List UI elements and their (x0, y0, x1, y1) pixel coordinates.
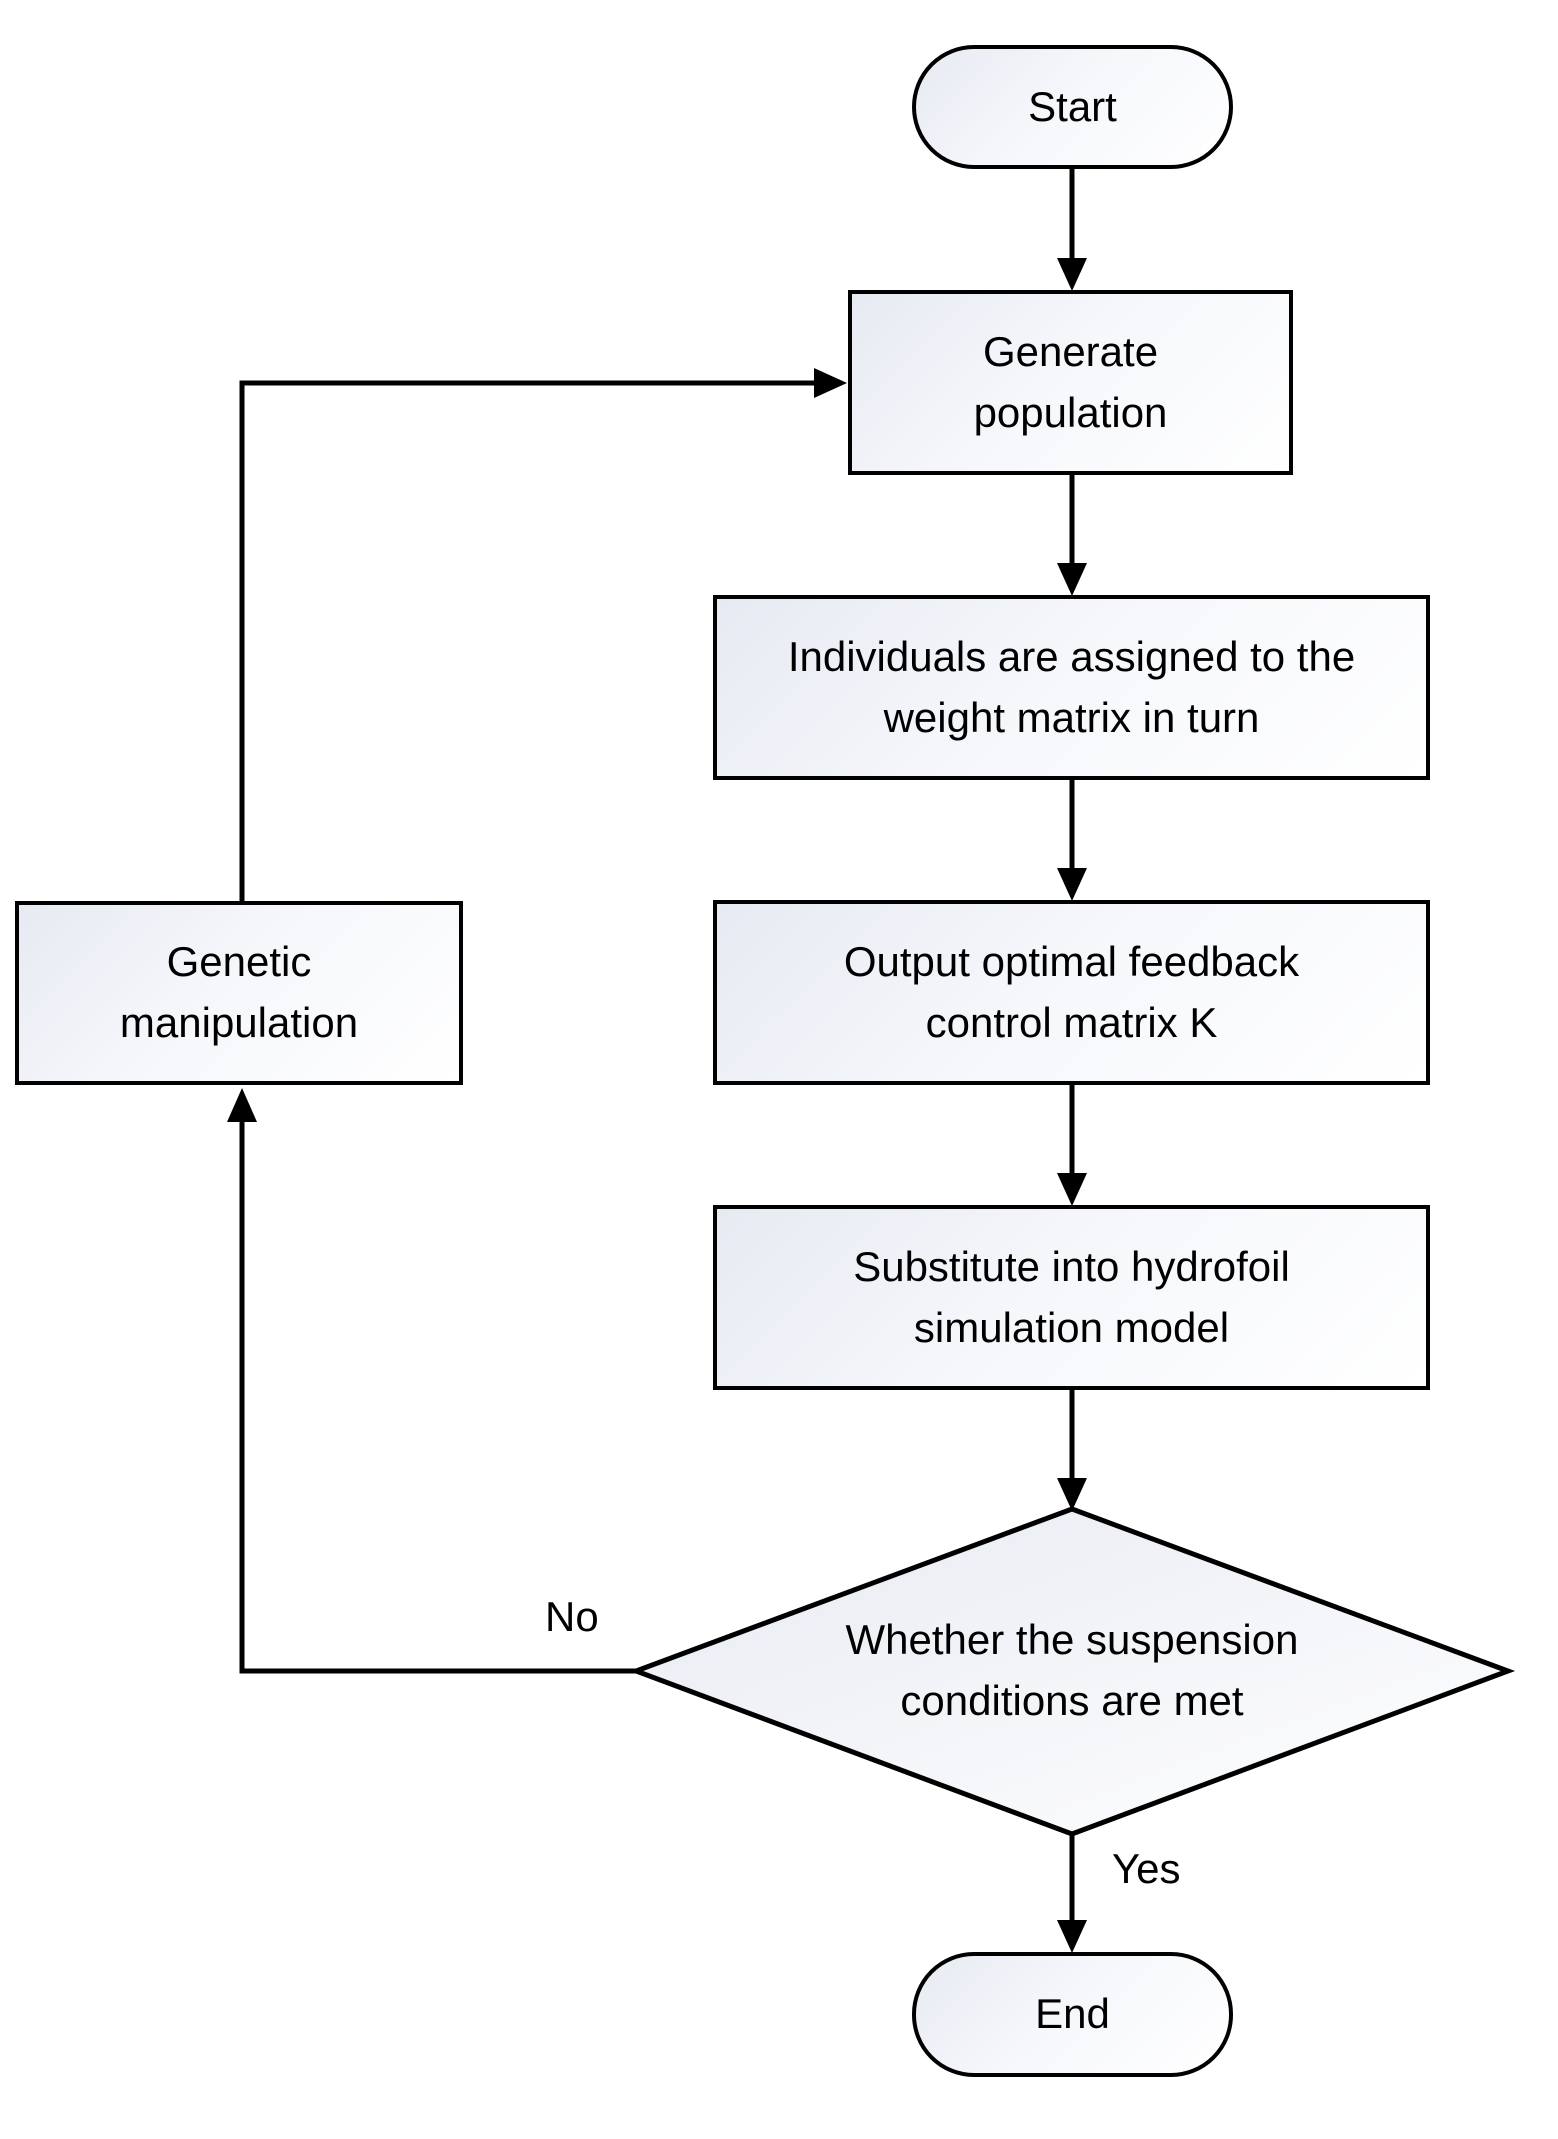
arrow-start-to-generate (1057, 169, 1087, 291)
process-genetic-manipulation-label: Genetic manipulation (119, 938, 359, 1046)
start-node: Start (912, 45, 1233, 169)
process-output-feedback-matrix: Output optimal feedback control matrix K (713, 900, 1430, 1085)
process-output-feedback-matrix-label: Output optimal feedback control matrix K (843, 937, 1300, 1046)
end-node-label: End (1035, 1990, 1110, 2038)
arrow-assign-to-output (1057, 780, 1087, 901)
arrow-output-to-substitute (1057, 1085, 1087, 1206)
edge-label-no: No (545, 1593, 599, 1640)
decision-node-label: Whether the suspension conditions are me… (845, 1616, 1299, 1724)
process-assign-individuals-label: Individuals are assigned to the weight m… (787, 632, 1356, 741)
arrow-decision-to-genetic (227, 1088, 640, 1674)
arrow-generate-to-assign (1057, 475, 1087, 596)
decision-node: Whether the suspension conditions are me… (772, 1576, 1372, 1766)
arrow-decision-to-end (1057, 1834, 1087, 1953)
process-generate-population: Generate population (848, 290, 1293, 475)
start-node-label: Start (1028, 82, 1117, 130)
process-genetic-manipulation: Genetic manipulation (15, 901, 463, 1085)
process-assign-individuals: Individuals are assigned to the weight m… (713, 595, 1430, 780)
arrow-genetic-to-generate (239, 368, 847, 901)
arrow-substitute-to-decision (1057, 1390, 1087, 1511)
process-substitute-model: Substitute into hydrofoil simulation mod… (713, 1205, 1430, 1390)
process-substitute-model-label: Substitute into hydrofoil simulation mod… (853, 1242, 1290, 1351)
edge-label-yes: Yes (1112, 1845, 1181, 1892)
process-generate-population-label: Generate population (973, 327, 1168, 436)
end-node: End (912, 1952, 1233, 2077)
